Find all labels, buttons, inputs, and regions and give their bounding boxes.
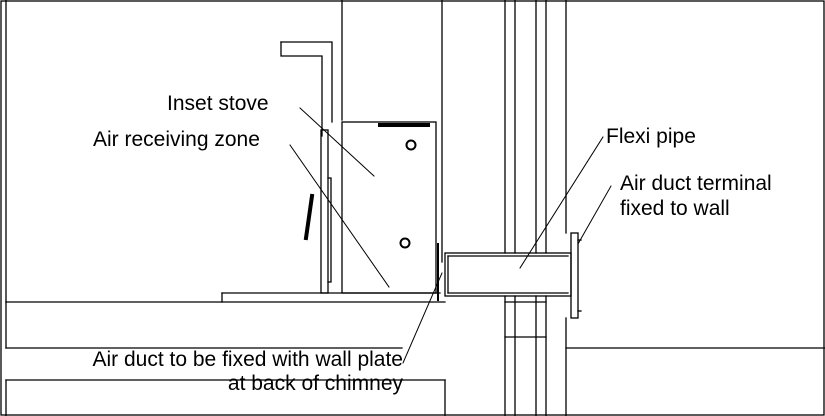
label-flexi-pipe: Flexi pipe bbox=[606, 125, 696, 148]
air-duct-terminal bbox=[570, 232, 582, 319]
label-air-receiving-zone: Air receiving zone bbox=[93, 128, 260, 151]
label-inset-stove: Inset stove bbox=[167, 92, 269, 115]
inset-stove-body bbox=[303, 121, 439, 301]
cavity-wall bbox=[504, 0, 825, 416]
flue-pipe bbox=[280, 41, 333, 137]
chimney-wall bbox=[5, 0, 443, 303]
label-wall-plate-line1: Air duct to be fixed with wall plate bbox=[93, 348, 404, 371]
label-air-duct-terminal-line2: fixed to wall bbox=[620, 197, 730, 220]
label-wall-plate-line2: at back of chimney bbox=[228, 372, 404, 395]
leader-lines bbox=[289, 107, 612, 364]
air-duct-pipe bbox=[444, 252, 572, 297]
label-air-duct-terminal-line1: Air duct terminal bbox=[620, 172, 772, 195]
